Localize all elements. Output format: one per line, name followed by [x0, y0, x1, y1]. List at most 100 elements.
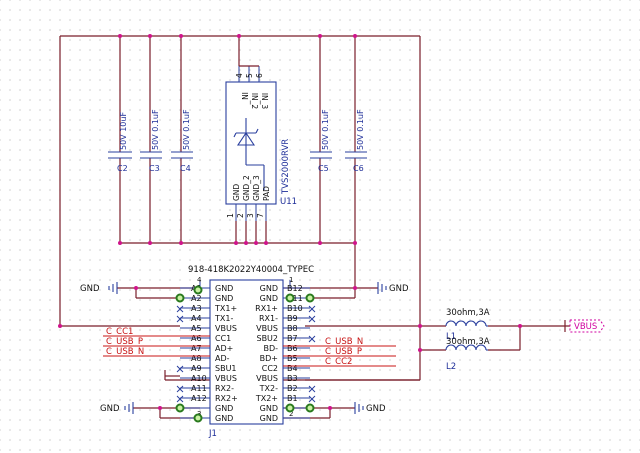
pin-name-a11: RX2- [215, 384, 234, 393]
gnd-symbol-top-left: GND [80, 282, 118, 294]
connector-bottom-pin-2: 2 [289, 410, 293, 418]
pin-number-b11: B11 [287, 294, 303, 303]
pin-name-a8: AD- [215, 354, 230, 363]
pin-number-a11: A11 [191, 384, 207, 393]
tvs-pin-gnd-2: GND_2 [242, 175, 251, 201]
net-label-c-usb-p-right: C_USB_P [325, 347, 362, 357]
tvs-pin-4-num: 4 [235, 73, 244, 78]
tvs-pin-in-3: IN_3 [260, 93, 269, 110]
capacitor-c5[interactable]: 50V 0.1uF C5 [310, 109, 332, 173]
pin-number-b6: B6 [287, 344, 298, 353]
inductors: 30ohm,3A L1 30ohm,3A L2 [445, 308, 490, 372]
pin-number-a12: A12 [191, 394, 207, 403]
capacitor-c4-value: 50V 0.1uF [182, 109, 191, 150]
inductor-l2-value: 30ohm,3A [446, 337, 490, 347]
pin-number-a10: A10 [191, 374, 207, 383]
connector-top-pin-4: 4 [197, 276, 202, 284]
pin-number-b10: B10 [287, 304, 303, 313]
pin-number-b12: B12 [287, 284, 303, 293]
gnd-symbol-top-right: GND [377, 282, 409, 294]
tvs-u11[interactable]: 4 5 6 IN IN_2 IN_3 GND GND_2 GND_3 PAD 1… [225, 65, 297, 221]
inductor-l1-value: 30ohm,3A [446, 308, 490, 318]
inductor-l2-ref: L2 [446, 362, 456, 372]
no-connect-markers [176, 305, 316, 403]
capacitors: 50V 10uF C2 50V 0.1uF C3 50V 0.1uF C4 50… [108, 109, 367, 173]
junctions [58, 34, 522, 410]
connector-right-pins: B12GNDB11GNDB10RX1+B9RX1-B8VBUSB7SBU2B6B… [255, 284, 310, 423]
pin-name-b6: BD- [263, 344, 278, 353]
capacitor-c4[interactable]: 50V 0.1uF C4 [171, 109, 193, 173]
capacitor-c6-value: 50V 0.1uF [356, 109, 365, 150]
capacitor-c5-ref: C5 [318, 164, 329, 173]
connector-top-pin-1: 1 [289, 276, 293, 284]
pin-name-a6: CC1 [215, 334, 231, 343]
capacitor-c5-value: 50V 0.1uF [321, 109, 330, 150]
pin-name-a4: TX1- [214, 314, 233, 323]
capacitor-c6-ref: C6 [353, 164, 364, 173]
pin-name-g13: GND [260, 414, 278, 423]
pin-number-b5: B5 [287, 354, 298, 363]
inductor-l1-ref: L1 [446, 332, 456, 342]
pin-number-a6: A6 [191, 334, 202, 343]
vbus-port[interactable]: VBUS [564, 319, 605, 333]
capacitor-c2-ref: C2 [117, 164, 128, 173]
pin-number-a7: A7 [191, 344, 202, 353]
net-label-c-usb-n-right: C_USB_N [325, 337, 363, 347]
pin-name-a12: RX2+ [215, 394, 238, 403]
pin-name-a10: VBUS [215, 374, 237, 383]
capacitor-c2[interactable]: 50V 10uF C2 [108, 112, 132, 173]
connector-part-number: 918-418K2022Y40004_TYPEC [188, 265, 314, 275]
pin-name-a3: TX1+ [214, 304, 237, 313]
tvs-pin-pad: PAD [262, 186, 271, 201]
tvs-part-number: TVS2000RVR [281, 139, 291, 195]
capacitor-c6[interactable]: 50V 0.1uF C6 [345, 109, 367, 173]
ground-net-markers [175, 285, 315, 423]
tvs-pin-in-2: IN_2 [250, 93, 259, 110]
pin-name-a1: GND [215, 284, 233, 293]
vbus-port-label: VBUS [574, 322, 597, 332]
inductor-l2[interactable]: 30ohm,3A L2 [445, 337, 490, 372]
pin-number-a8: A8 [191, 354, 202, 363]
gnd-label-bottom-right: GND [366, 404, 386, 414]
tvs-pin-5-num: 5 [245, 73, 254, 78]
pin-name-g12: GND [215, 404, 233, 413]
capacitor-c2-value: 50V 10uF [119, 112, 128, 150]
typec-connector-j1[interactable]: 918-418K2022Y40004_TYPEC J1 4 1 3 2 A1GN… [180, 265, 314, 439]
pin-number-b2: B2 [287, 384, 298, 393]
pin-number-a2: A2 [191, 294, 202, 303]
pin-name-b12: GND [260, 284, 278, 293]
capacitor-c3-ref: C3 [149, 164, 160, 173]
gnd-label-bottom-left: GND [100, 404, 120, 414]
net-label-c-usb-n-left: C_USB_N [106, 347, 144, 357]
tvs-designator: U11 [280, 197, 297, 207]
pin-name-a9: SBU1 [215, 364, 237, 373]
capacitor-c4-ref: C4 [180, 164, 191, 173]
pin-name-a7: AD+ [215, 344, 233, 353]
pin-number-a3: A3 [191, 304, 202, 313]
inductor-l1[interactable]: 30ohm,3A L1 [445, 308, 490, 342]
pin-name-a5: VBUS [215, 324, 237, 333]
pin-number-b1: B1 [287, 394, 298, 403]
gnd-symbol-bottom-right: GND [354, 402, 386, 414]
pin-name-b1: TX2+ [255, 394, 278, 403]
pin-number-b9: B9 [287, 314, 298, 323]
tvs-pin-gnd-3: GND_3 [252, 175, 261, 201]
pin-name-b4: CC2 [262, 364, 278, 373]
gnd-label-top-right: GND [389, 284, 409, 294]
tvs-pin-in: IN [240, 92, 249, 100]
gnd-symbol-bottom-left: GND [100, 402, 134, 414]
pin-name-g12: GND [260, 404, 278, 413]
pin-number-a4: A4 [191, 314, 202, 323]
capacitor-c3[interactable]: 50V 0.1uF C3 [140, 109, 162, 173]
pin-name-b5: BD+ [260, 354, 278, 363]
pin-number-b7: B7 [287, 334, 298, 343]
tvs-pin-6-num: 6 [255, 73, 264, 78]
net-labels: C_CC1 C_USB_P C_USB_N C_USB_N C_USB_P C_… [103, 327, 396, 367]
pin-number-b3: B3 [287, 374, 298, 383]
ground-symbols: GND GND GND GND [80, 282, 409, 414]
pin-name-b10: RX1+ [255, 304, 278, 313]
pin-name-g13: GND [215, 414, 233, 423]
net-label-c-cc2: C_CC2 [325, 357, 352, 367]
tvs-pin-2-num: 2 [236, 213, 245, 218]
